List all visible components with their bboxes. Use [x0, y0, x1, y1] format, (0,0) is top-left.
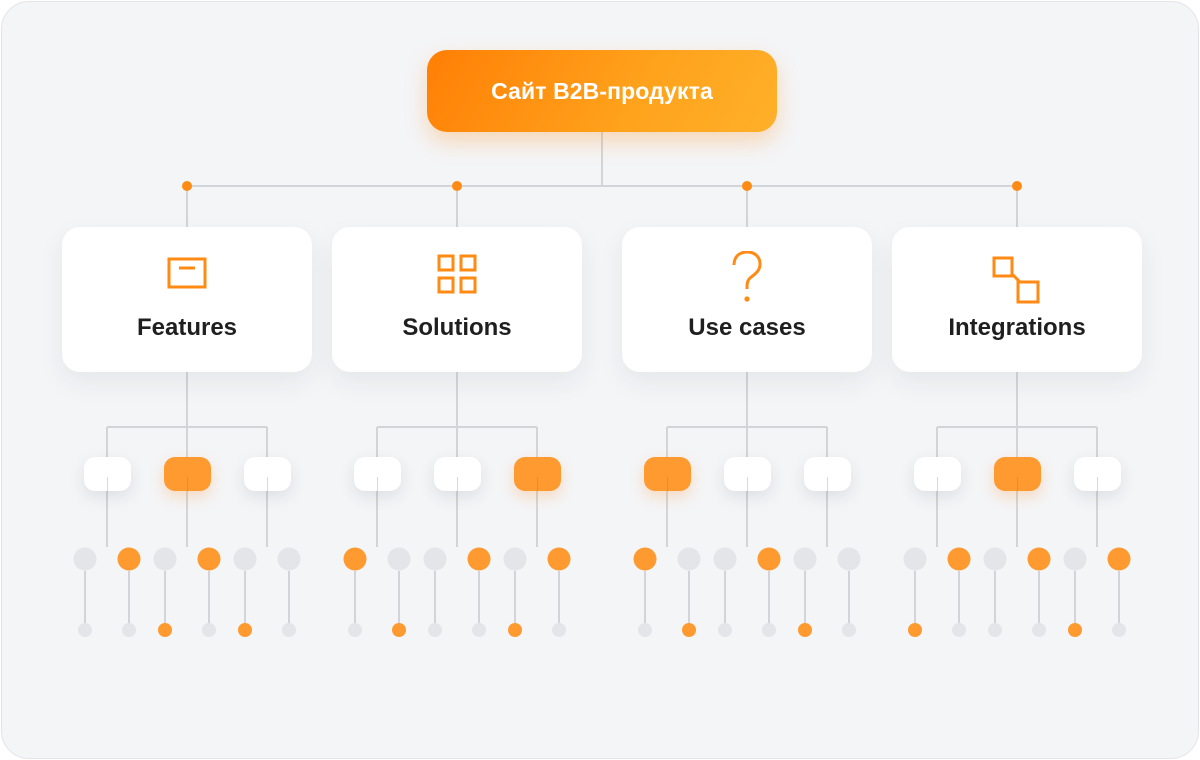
leaf-dot: [713, 547, 737, 571]
section-label: Integrations: [948, 314, 1086, 341]
pill-seam: [107, 477, 108, 491]
leaf-dot: [903, 547, 927, 571]
leaf-small-dot: [988, 623, 1002, 637]
leaf-dot: [503, 547, 527, 571]
subpage-pill: [914, 457, 961, 491]
leaf-dot: [197, 547, 221, 571]
leaf-dot: [467, 547, 491, 571]
leaf-dot: [1063, 547, 1087, 571]
leaf-small-dot: [282, 623, 296, 637]
leaf-small-dot: [638, 623, 652, 637]
subpage-pill: [434, 457, 481, 491]
leaf-dot: [793, 547, 817, 571]
leaf-dot: [233, 547, 257, 571]
question-icon: [732, 251, 762, 302]
pill-seam: [827, 477, 828, 491]
leaf-small-dot: [78, 623, 92, 637]
root-node: Сайт B2B-продукта: [427, 50, 777, 132]
leaf-small-dot: [158, 623, 172, 637]
leaf-dot: [1107, 547, 1131, 571]
leaf-dot: [153, 547, 177, 571]
subpage-pill: [1074, 457, 1121, 491]
section-label: Solutions: [402, 314, 512, 341]
leaf-small-dot: [472, 623, 486, 637]
pill-seam: [937, 477, 938, 491]
leaf-small-dot: [202, 623, 216, 637]
leaf-small-dot: [908, 623, 922, 637]
section-card-integrations: Integrations: [892, 227, 1142, 372]
leaf-dot: [387, 547, 411, 571]
leaf-small-dot: [798, 623, 812, 637]
leaf-dot: [1027, 547, 1051, 571]
section-card-use-cases: Use cases: [622, 227, 872, 372]
subpage-pill: [804, 457, 851, 491]
pill-seam: [187, 477, 188, 491]
pill-seam: [667, 477, 668, 491]
leaf-dot: [633, 547, 657, 571]
root-node-label: Сайт B2B-продукта: [491, 77, 713, 104]
leaf-dot: [547, 547, 571, 571]
leaf-small-dot: [392, 623, 406, 637]
pill-seam: [457, 477, 458, 491]
pill-seam: [1097, 477, 1098, 491]
leaf-small-dot: [508, 623, 522, 637]
leaf-small-dot: [238, 623, 252, 637]
leaf-small-dot: [348, 623, 362, 637]
subpage-pill: [354, 457, 401, 491]
section-card-features: Features: [62, 227, 312, 372]
section-card-solutions: Solutions: [332, 227, 582, 372]
subpage-pill: [164, 457, 211, 491]
subpage-pill: [994, 457, 1041, 491]
leaf-dot: [757, 547, 781, 571]
leaf-small-dot: [842, 623, 856, 637]
leaf-dot: [73, 547, 97, 571]
junction-dot: [1012, 181, 1022, 191]
pill-seam: [377, 477, 378, 491]
subpage-pill: [644, 457, 691, 491]
subpage-pill: [514, 457, 561, 491]
leaf-dot: [343, 547, 367, 571]
leaf-dot: [677, 547, 701, 571]
pill-seam: [267, 477, 268, 491]
leaf-small-dot: [682, 623, 696, 637]
panel-icon: [167, 257, 207, 289]
junction-dot: [452, 181, 462, 191]
leaf-dot: [423, 547, 447, 571]
leaf-dot: [983, 547, 1007, 571]
pill-seam: [747, 477, 748, 491]
leaf-small-dot: [552, 623, 566, 637]
leaf-small-dot: [762, 623, 776, 637]
subpage-pill: [244, 457, 291, 491]
pill-seam: [537, 477, 538, 491]
leaf-small-dot: [952, 623, 966, 637]
leaf-small-dot: [718, 623, 732, 637]
subpage-pill: [724, 457, 771, 491]
leaf-small-dot: [1032, 623, 1046, 637]
junction-dot: [742, 181, 752, 191]
leaf-dot: [837, 547, 861, 571]
junction-dot: [182, 181, 192, 191]
linked-squares-icon: [992, 256, 1040, 304]
leaf-dot: [117, 547, 141, 571]
section-label: Features: [136, 314, 238, 341]
leaf-small-dot: [122, 623, 136, 637]
pill-seam: [1017, 477, 1018, 491]
leaf-dot: [947, 547, 971, 571]
section-label: Use cases: [688, 314, 806, 341]
subpage-pill: [84, 457, 131, 491]
grid-icon: [437, 254, 477, 294]
leaf-small-dot: [1068, 623, 1082, 637]
leaf-small-dot: [428, 623, 442, 637]
leaf-dot: [277, 547, 301, 571]
leaf-small-dot: [1112, 623, 1126, 637]
